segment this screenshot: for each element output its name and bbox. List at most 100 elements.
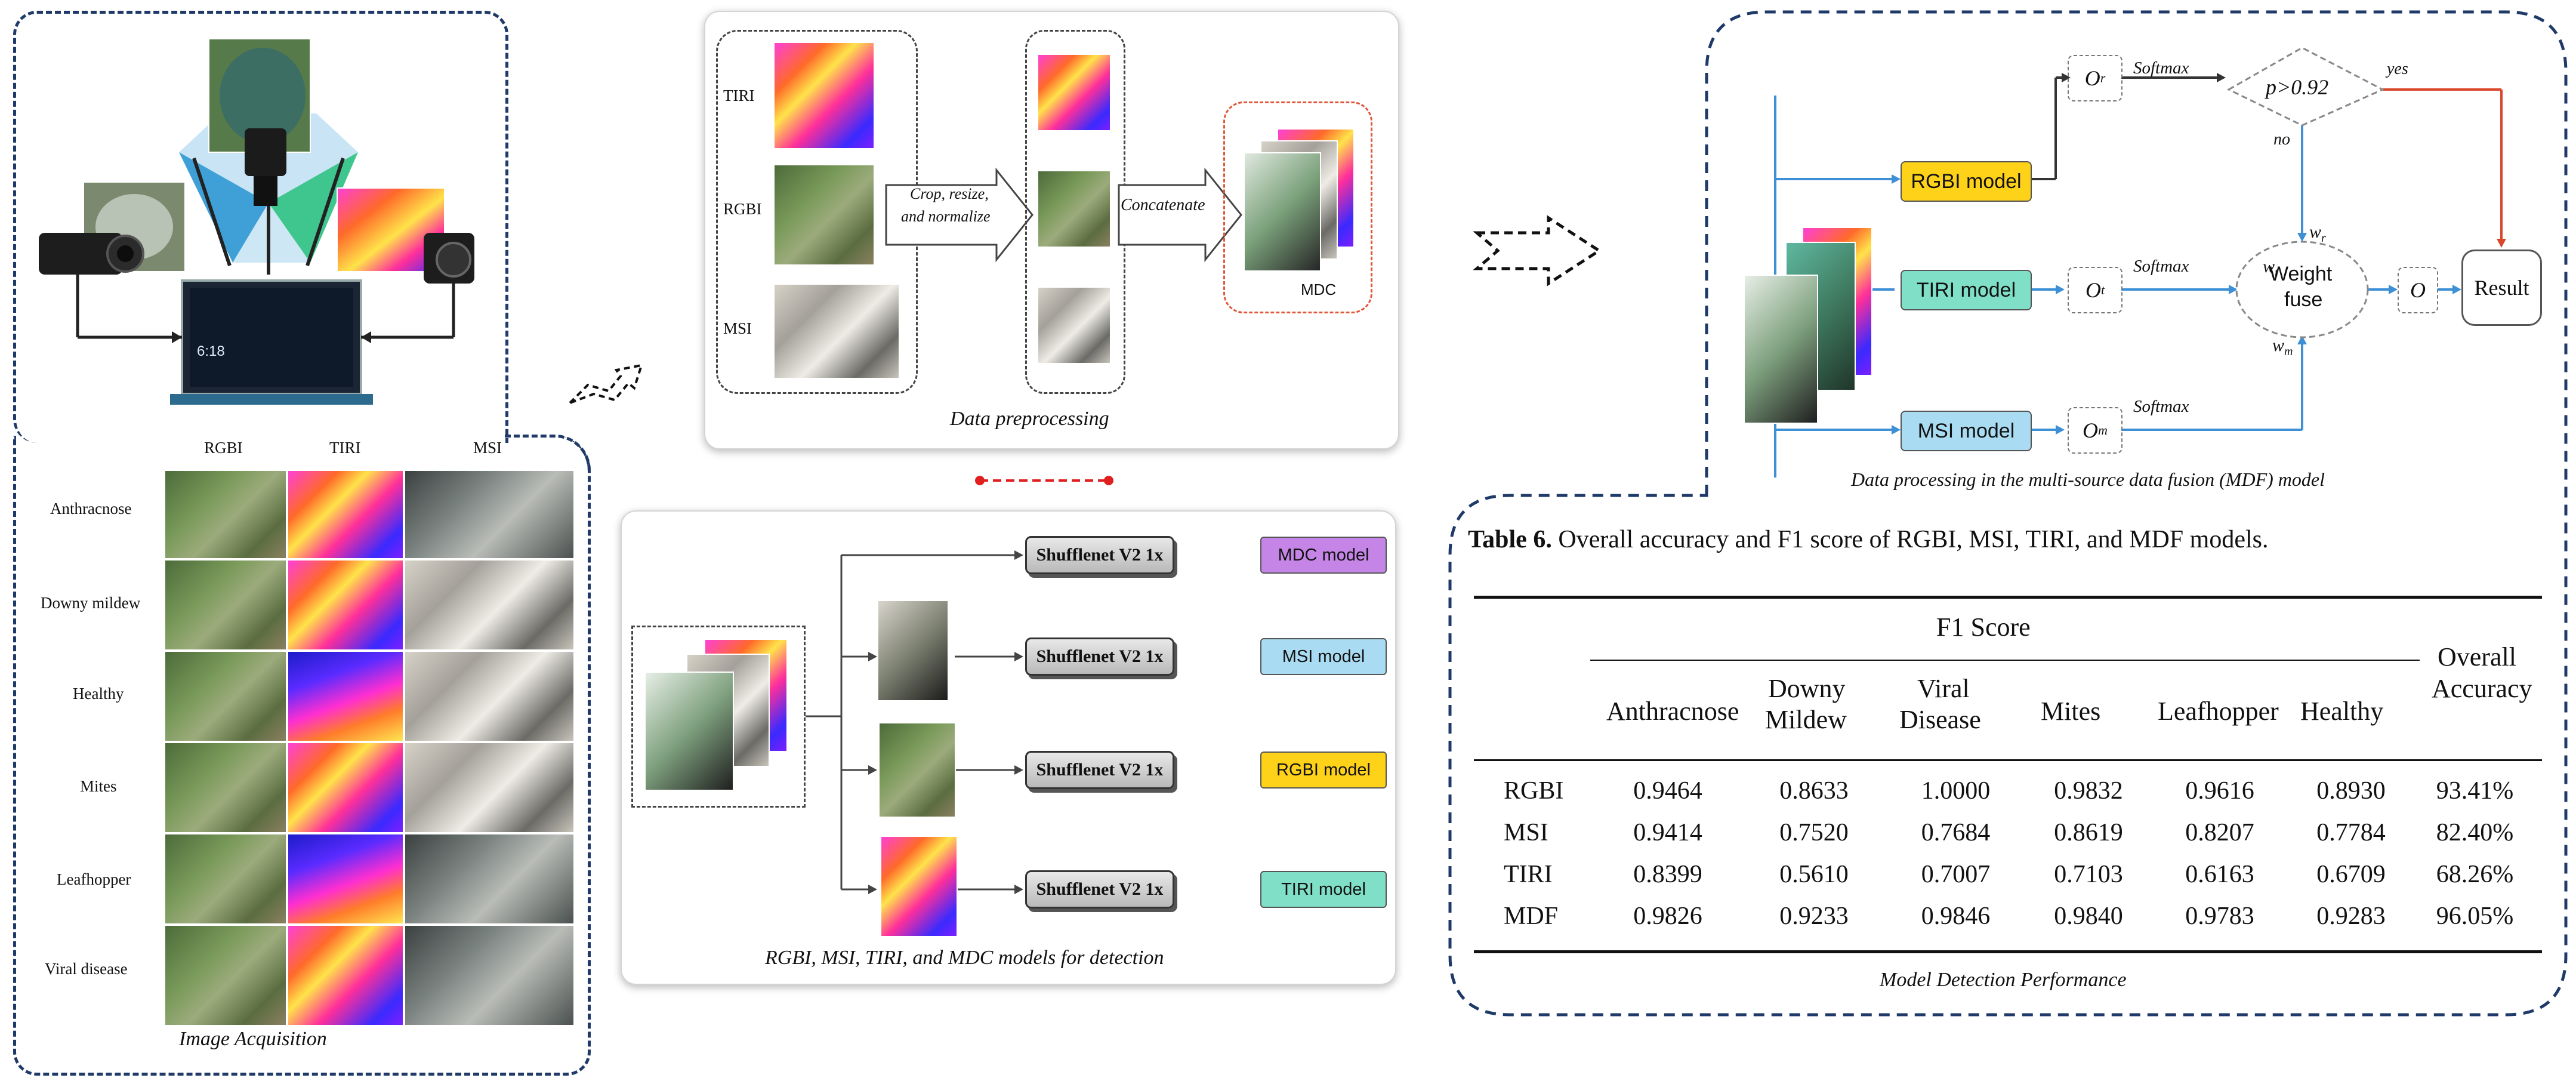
input-image-msi — [773, 284, 900, 379]
grid-image — [404, 559, 575, 651]
mdf-rgbi-model: RGBI model — [1901, 161, 2032, 202]
output-or-subscript: r — [2100, 70, 2106, 85]
col-header-viral-line1: Viral — [1917, 674, 1970, 703]
cell-viral: 0.7007 — [1921, 861, 1991, 888]
mdf-msi-model: MSI model — [1901, 411, 2032, 451]
grid-image — [287, 925, 404, 1026]
multispectral-camera-icon — [39, 233, 122, 275]
table-row: MDF 0.9826 0.9233 0.9846 0.9840 0.9783 0… — [1477, 895, 2536, 937]
grid-image — [164, 559, 287, 651]
crop-arrow — [885, 167, 1034, 263]
output-om-subscript: m — [2098, 423, 2108, 438]
input-label-msi: MSI — [723, 319, 752, 337]
rig-fan-center — [233, 203, 310, 263]
output-ot-symbol: O — [2085, 278, 2101, 302]
output-or-symbol: O — [2084, 66, 2100, 90]
table-top-rule — [1474, 596, 2542, 599]
performance-table: RGBI 0.9464 0.8633 1.0000 0.9832 0.9616 … — [1477, 770, 2536, 937]
cell-viral: 0.9846 — [1921, 903, 1991, 930]
shufflenet-block: Shufflenet V2 1x — [1025, 536, 1174, 574]
row-model: MSI — [1504, 819, 1548, 846]
grid-image — [404, 651, 575, 742]
crop-label-line2: and normalize — [901, 208, 991, 225]
cell-leafhopper: 0.9616 — [2185, 777, 2254, 805]
input-stack-layer — [644, 672, 734, 791]
weight-fuse-line2: fuse — [2284, 288, 2323, 311]
detection-caption: RGBI, MSI, TIRI, and MDC models for dete… — [765, 947, 1164, 969]
softmax-label-m: Softmax — [2133, 397, 2189, 416]
cell-overall: 93.41% — [2436, 777, 2514, 805]
weight-wm: wm — [2272, 335, 2293, 359]
mdf-tiri-model: TIRI model — [1901, 270, 2032, 310]
mdf-connectors — [1774, 48, 2506, 478]
table-row: MSI 0.9414 0.7520 0.7684 0.8619 0.8207 0… — [1477, 812, 2536, 854]
weight-wt-symbol: w — [2263, 257, 2275, 276]
cell-downy: 0.7520 — [1779, 819, 1849, 846]
cell-anthracnose: 0.9826 — [1633, 903, 1702, 930]
cell-mites: 0.9832 — [2054, 777, 2123, 805]
no-label: no — [2273, 130, 2290, 149]
output-msi-model: MSI model — [1260, 638, 1387, 675]
col-header-mites: Mites — [2041, 697, 2101, 726]
crop-label-line1: Crop, resize, — [910, 185, 989, 202]
col-header-viral-line2: Disease — [1899, 705, 1981, 734]
grid-image — [287, 470, 404, 559]
row-label-anthracnose: Anthracnose — [50, 500, 132, 518]
big-flow-arrow-icon — [1473, 215, 1602, 287]
cell-leafhopper: 0.8207 — [2185, 819, 2254, 846]
table-row: TIRI 0.8399 0.5610 0.7007 0.7103 0.6163 … — [1477, 854, 2536, 895]
grid-image — [404, 925, 575, 1026]
cell-healthy: 0.6709 — [2316, 861, 2386, 888]
cell-leafhopper: 0.6163 — [2185, 861, 2254, 888]
mdc-layer — [1244, 152, 1321, 272]
table-title-text: Overall accuracy and F1 score of RGBI, M… — [1551, 526, 2269, 553]
final-output-o: O — [2398, 267, 2438, 313]
row-model: RGBI — [1504, 777, 1564, 805]
detection-connectors — [806, 550, 1023, 894]
row-label-healthy: Healthy — [73, 685, 124, 703]
output-ot-subscript: t — [2100, 282, 2105, 297]
softmax-label-t: Softmax — [2133, 257, 2189, 276]
row-label-viral-disease: Viral disease — [45, 960, 128, 978]
laptop-clock: 6:18 — [197, 343, 225, 359]
processed-image-tiri — [1037, 54, 1111, 131]
cell-healthy: 0.7784 — [2316, 819, 2386, 846]
cell-healthy: 0.9283 — [2316, 903, 2386, 930]
acquisition-caption: Image Acquisition — [179, 1028, 327, 1050]
softmax-label-r: Softmax — [2133, 58, 2189, 78]
grid-header-rgbi: RGBI — [204, 439, 243, 457]
cell-mites: 0.7103 — [2054, 861, 2123, 888]
table-group-header: F1 Score — [1936, 612, 2031, 642]
row-model: TIRI — [1504, 861, 1553, 888]
mdc-group-box — [1223, 101, 1372, 313]
weight-wt-subscript: t — [2275, 266, 2278, 279]
weight-wm-symbol: w — [2272, 335, 2285, 355]
weight-wt: wt — [2263, 257, 2278, 280]
weight-fuse-ellipse — [2235, 241, 2369, 338]
input-image-rgbi — [773, 164, 875, 266]
table-caption: Model Detection Performance — [1880, 969, 2127, 991]
branch-image-tiri — [880, 836, 958, 937]
shufflenet-block: Shufflenet V2 1x — [1025, 637, 1174, 676]
preprocessing-caption: Data preprocessing — [950, 408, 1109, 430]
output-mdc-model: MDC model — [1260, 537, 1387, 574]
mdc-label: MDC — [1301, 281, 1337, 298]
grid-image — [287, 651, 404, 742]
image-acquisition-panel — [13, 11, 508, 443]
grid-image — [164, 742, 287, 833]
grid-image — [404, 470, 575, 559]
col-header-overall-line1: Overall — [2438, 642, 2516, 672]
input-label-tiri: TIRI — [723, 87, 755, 104]
cell-downy: 0.5610 — [1779, 861, 1849, 888]
table-title-number: Table 6. — [1468, 526, 1552, 553]
grid-image — [164, 833, 287, 925]
table-row: RGBI 0.9464 0.8633 1.0000 0.9832 0.9616 … — [1477, 770, 2536, 812]
mdf-stack-layer — [1744, 275, 1818, 424]
grid-image — [164, 651, 287, 742]
input-stack-box — [631, 626, 806, 808]
weight-wr-symbol: w — [2309, 222, 2322, 242]
